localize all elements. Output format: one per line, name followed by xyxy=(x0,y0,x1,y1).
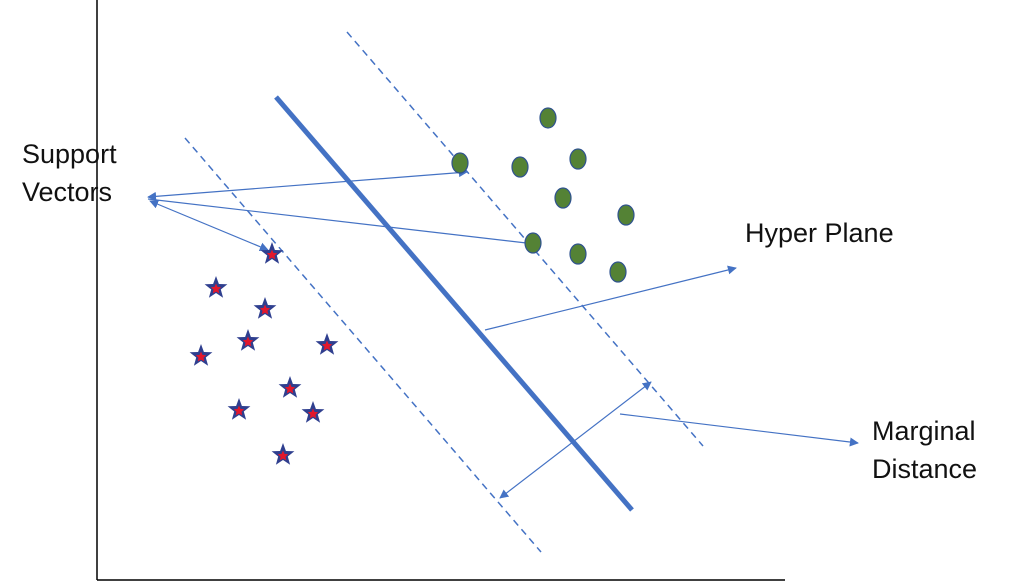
support-vectors-label: Support Vectors xyxy=(22,135,117,211)
support-vectors-label-line-2: Vectors xyxy=(22,177,113,207)
circle-point xyxy=(569,243,587,265)
circle-point xyxy=(511,156,529,178)
support-vector-arrow-2 xyxy=(147,198,536,248)
marginal-distance-label: Marginal Distance xyxy=(872,412,977,488)
star-point-center xyxy=(277,450,289,461)
support-vector-arrow-1 xyxy=(147,168,468,201)
circle-point xyxy=(554,187,572,209)
star-point-center xyxy=(284,383,296,394)
star-point-center xyxy=(195,351,207,362)
circle-point xyxy=(524,232,542,254)
circle-point xyxy=(617,204,635,226)
circle-point xyxy=(539,107,557,129)
circle-class-points xyxy=(451,107,635,283)
marginal-distance-label-line-2: Distance xyxy=(872,454,978,484)
star-point-center xyxy=(307,408,319,419)
star-point-center xyxy=(321,340,333,351)
star-point-center xyxy=(266,249,278,260)
hyper-plane-label-text: Hyper Plane xyxy=(745,218,894,248)
star-point-center xyxy=(242,336,254,347)
star-point-center xyxy=(210,283,222,294)
margin-width-arrow xyxy=(499,381,652,499)
marginal-distance-arrow xyxy=(619,413,859,447)
hyper-plane-label: Hyper Plane xyxy=(745,214,894,252)
marginal-distance-label-line-1: Marginal xyxy=(872,416,976,446)
support-vector-arrow-3 xyxy=(149,199,269,252)
circle-point xyxy=(451,152,469,174)
circle-point xyxy=(569,148,587,170)
support-vectors-label-line-1: Support xyxy=(22,139,117,169)
star-point-center xyxy=(233,405,245,416)
circle-point xyxy=(609,261,627,283)
hyper-plane-arrow xyxy=(484,265,737,331)
star-class-points xyxy=(189,242,339,465)
star-point-center xyxy=(259,304,271,315)
